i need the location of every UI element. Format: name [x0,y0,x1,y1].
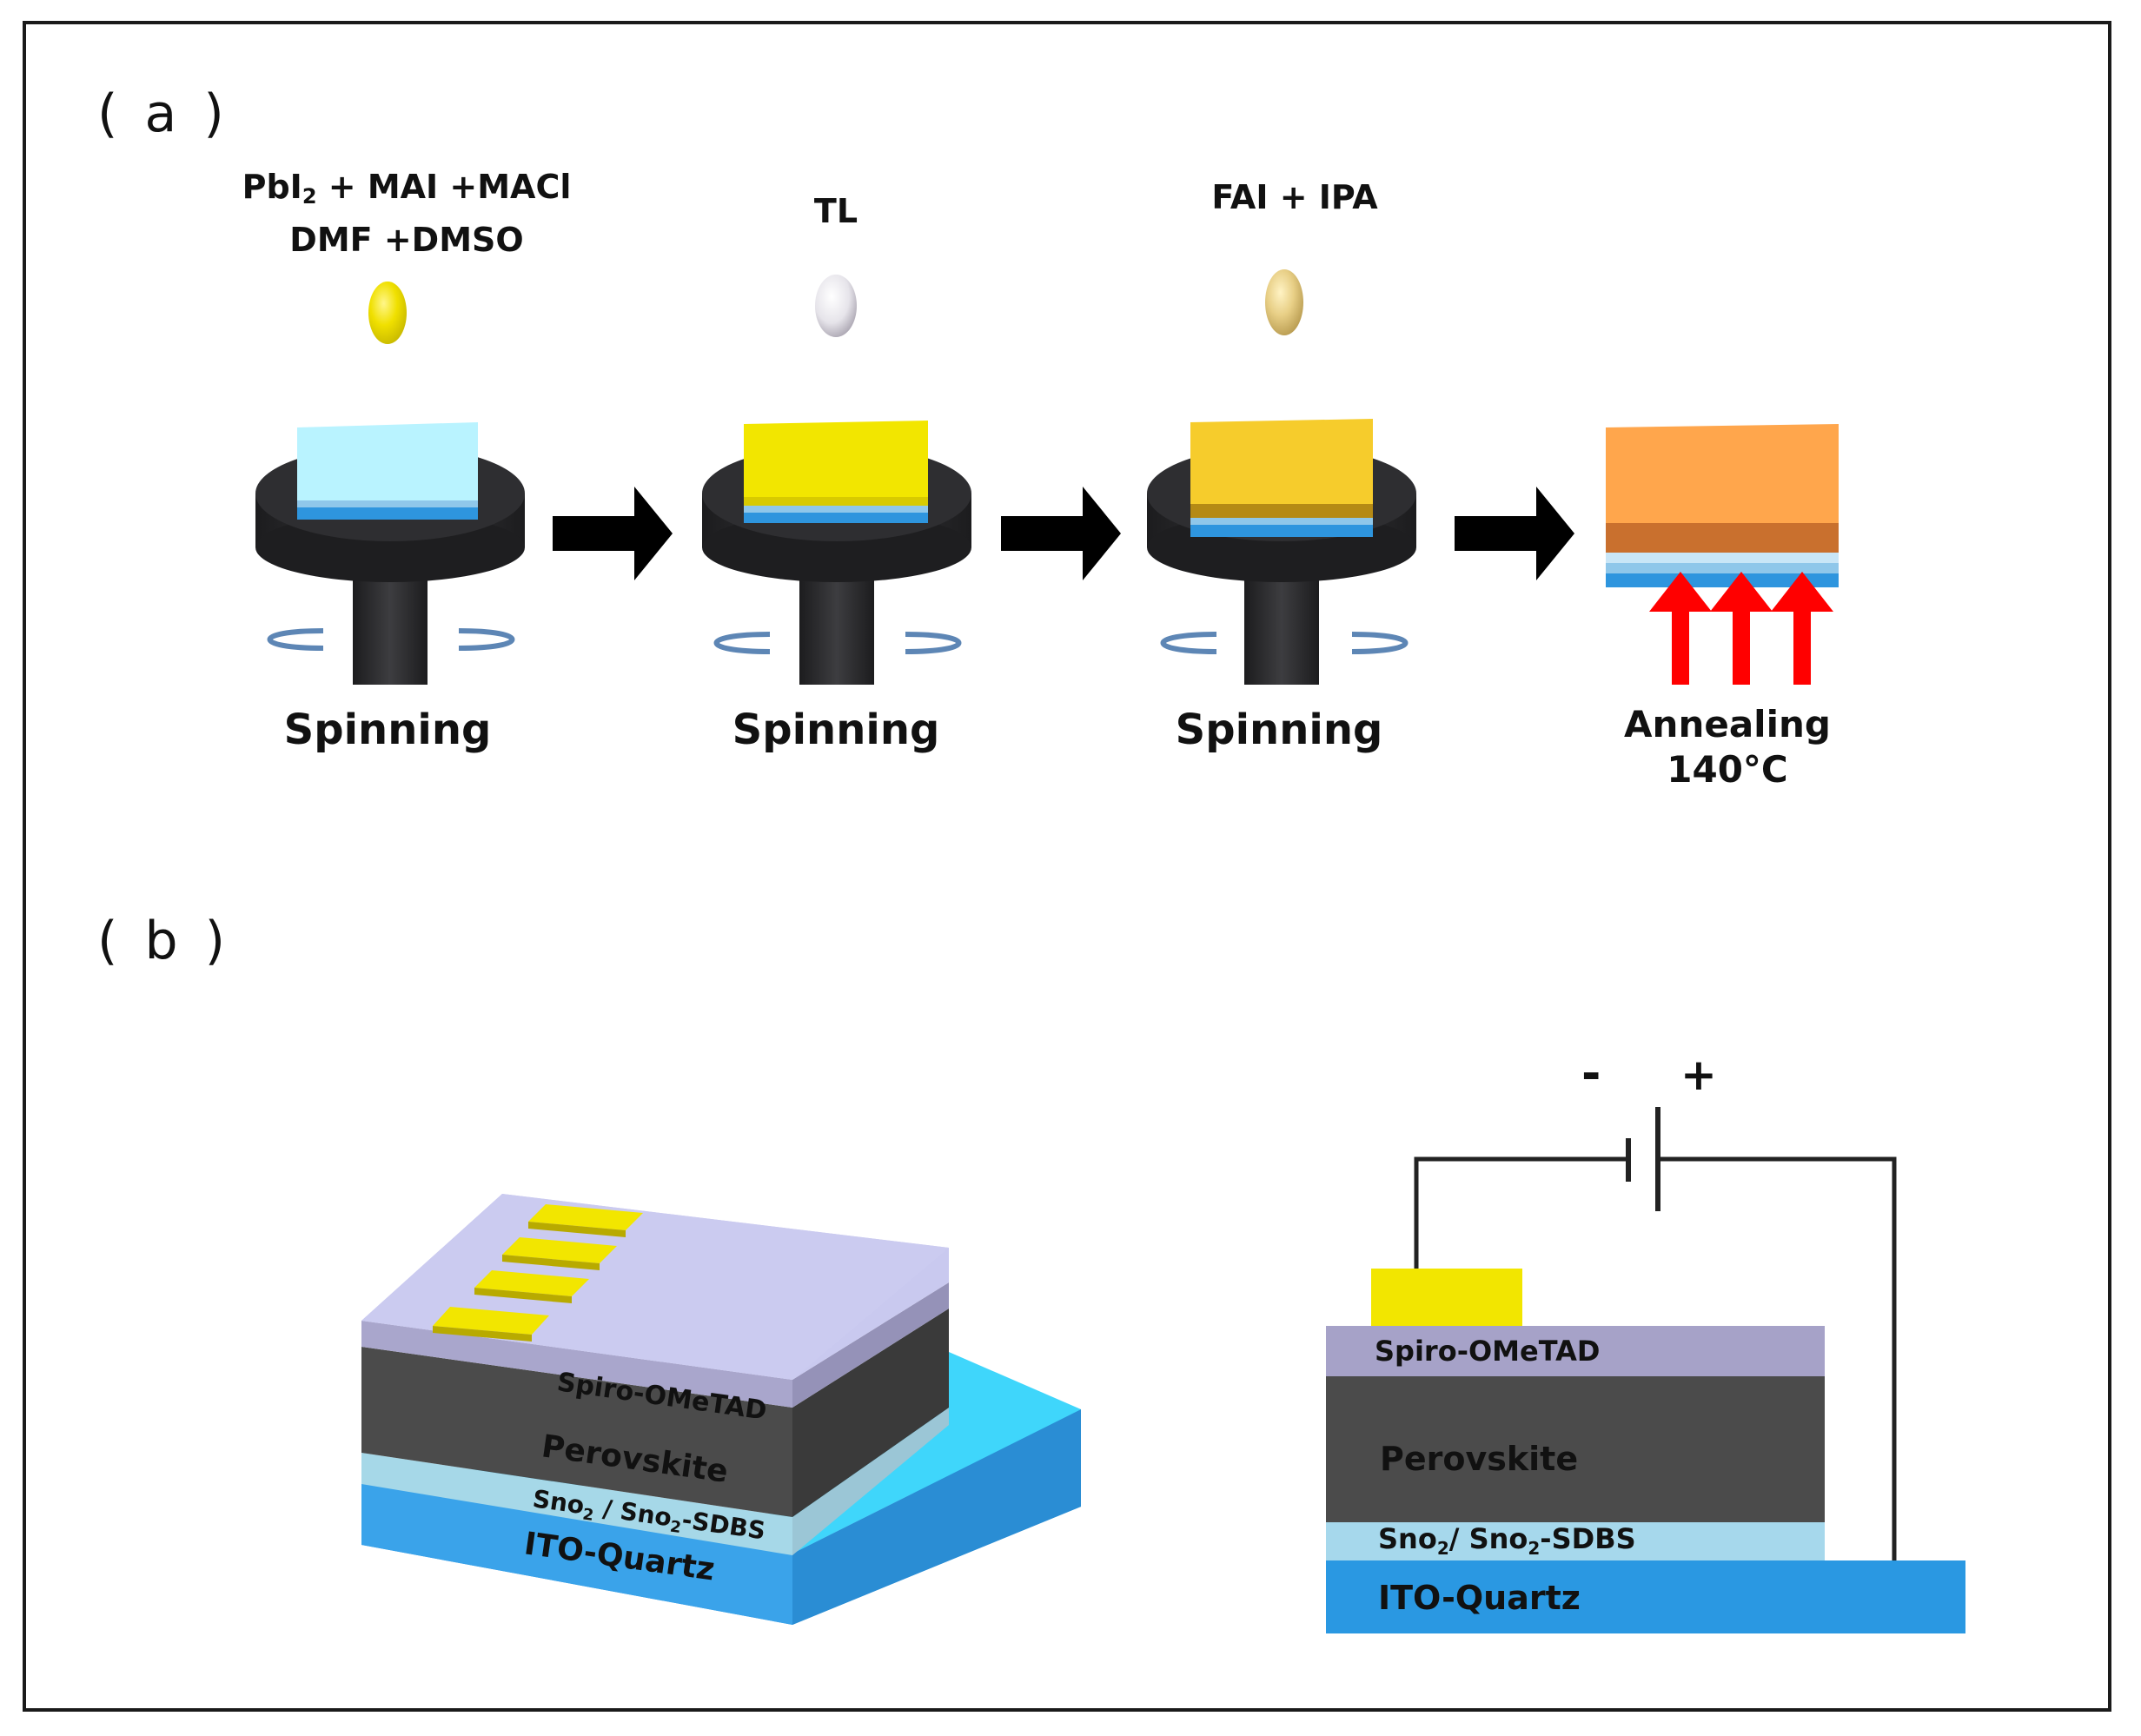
panel-b-label: ( b ) [97,911,231,971]
circuit-wire [1414,1156,1897,1560]
tl-droplet [815,275,857,337]
step-3-label: Spinning [1175,706,1383,754]
battery-plus-sign: + [1680,1050,1717,1100]
rotation-arrows-3 [1160,632,1409,654]
fai-droplet [1265,269,1303,335]
process-arrow-3 [1455,487,1574,580]
reagent-step-1: PbI2 + MAI +MACl DMF +DMSO [242,168,572,259]
spin-coater-1 [255,422,525,685]
battery-minus-sign: - [1581,1046,1601,1101]
reagent-step-2: TL [813,192,858,230]
side-label-spiro: Spiro-OMeTAD [1375,1335,1600,1368]
figure-frame [23,21,2111,1712]
spin-coater-3 [1147,419,1416,685]
spin-coater-2 [702,421,971,685]
rotation-arrows-2 [713,632,962,654]
rotation-arrows-1 [267,628,515,651]
panel-a-label: ( a ) [97,83,229,144]
step-1-label: Spinning [283,706,492,754]
process-arrow-2 [1001,487,1121,580]
step-2-label: Spinning [732,706,940,754]
device-3d [361,1194,1081,1625]
reagent-step-3: FAI + IPA [1211,178,1378,216]
side-label-perovskite: Perovskite [1380,1440,1578,1478]
process-arrow-1 [553,487,673,580]
precursor-droplet [368,282,407,344]
device-side-view [1326,1269,1965,1633]
heat-arrows [1649,572,1833,685]
annealed-film [1606,424,1839,587]
side-label-sno2: Sno2/ Sno2-SDBS [1378,1522,1636,1559]
side-label-ito: ITO-Quartz [1378,1579,1581,1617]
